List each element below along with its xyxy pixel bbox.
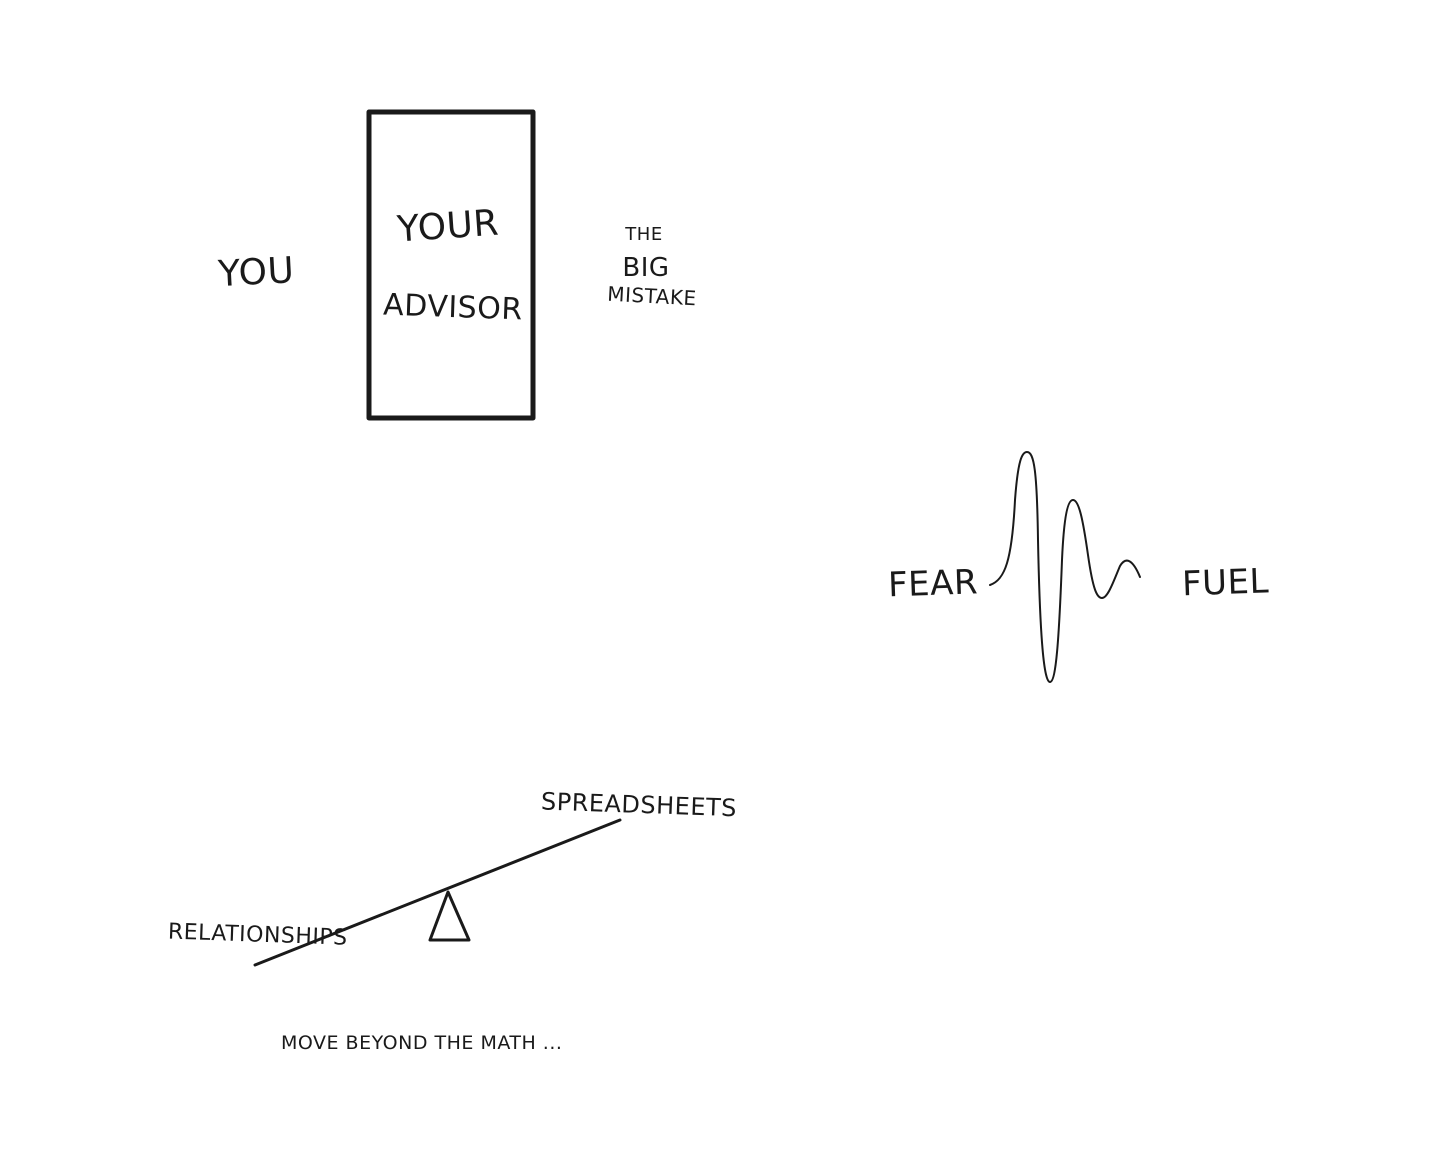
mistake-line2: BIG bbox=[622, 253, 669, 283]
you-label: YOU bbox=[216, 250, 295, 295]
seesaw-sketch: SPREADSHEETS RELATIONSHIPS MOVE BEYOND T… bbox=[168, 787, 738, 1054]
advisor-box-line1: YOUR bbox=[395, 202, 500, 250]
damped-wave-line bbox=[989, 451, 1141, 683]
advisor-box bbox=[366, 109, 536, 421]
spreadsheets-label: SPREADSHEETS bbox=[541, 787, 738, 822]
mistake-line3: MISTAKE bbox=[607, 282, 698, 311]
fuel-label: FUEL bbox=[1181, 561, 1269, 604]
advisor-sketch: YOU YOUR ADVISOR THE BIG MISTAKE bbox=[216, 109, 698, 421]
advisor-box-line2: ADVISOR bbox=[383, 288, 524, 328]
seesaw-fulcrum bbox=[428, 890, 471, 942]
caption-text: MOVE BEYOND THE MATH ... bbox=[281, 1032, 562, 1054]
seesaw-plank bbox=[253, 818, 622, 967]
relationships-label: RELATIONSHIPS bbox=[168, 919, 348, 950]
fear-label: FEAR bbox=[887, 562, 978, 605]
wave-sketch: FEAR FUEL bbox=[887, 451, 1270, 683]
mistake-line1: THE bbox=[624, 224, 662, 245]
